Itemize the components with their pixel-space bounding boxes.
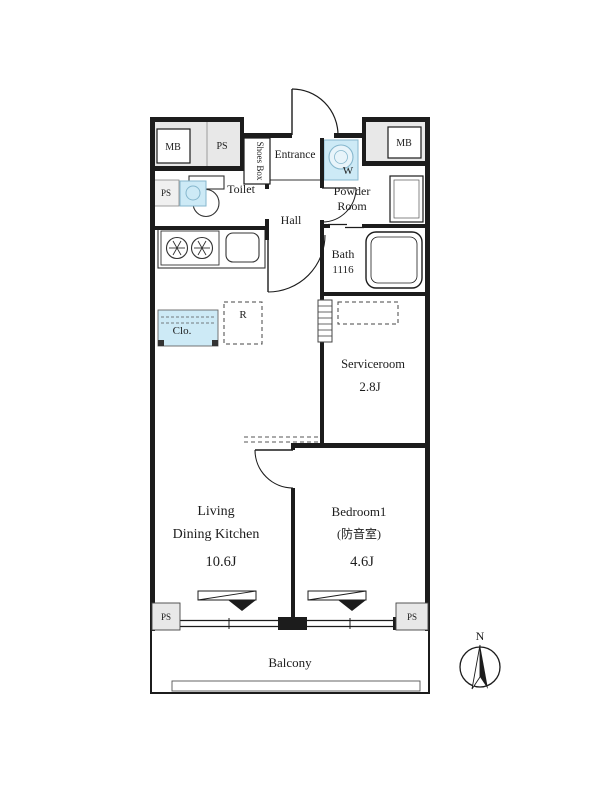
bedroom-door-arc xyxy=(254,449,294,489)
powder-door-arc xyxy=(321,187,357,223)
bath-size-label: 1116 xyxy=(332,264,354,276)
hall-door-arc xyxy=(267,234,326,293)
refrigerator-label: R xyxy=(239,309,247,321)
windows xyxy=(180,618,393,629)
stove-area xyxy=(160,230,220,266)
bedroom-note-label: (防音室) xyxy=(337,526,381,541)
shoes-box-label: Shoes Box xyxy=(255,142,265,181)
vanity-icon xyxy=(389,175,424,223)
powder-room-label-1: Powder xyxy=(334,184,371,198)
bedroom-label: Bedroom1 xyxy=(332,504,387,519)
bathtub-icon xyxy=(365,231,423,289)
toilet-label: Toilet xyxy=(227,182,255,196)
room-labels: MB PS Shoes Box Entrance W MB PS Toilet … xyxy=(161,138,417,670)
bedroom-size-label: 4.6J xyxy=(350,554,374,570)
closet-post xyxy=(212,340,218,346)
doors xyxy=(254,88,364,489)
refrigerator-space xyxy=(223,301,263,345)
kitchen-counter xyxy=(157,227,266,269)
closet-label: Clo. xyxy=(173,325,192,337)
mb-left-label: MB xyxy=(165,142,181,153)
ps-bottom-left-label: PS xyxy=(161,612,171,622)
ldk-label-2: Dining Kitchen xyxy=(173,527,260,542)
serviceroom-label: Serviceroom xyxy=(341,357,405,371)
burner-star-icon xyxy=(169,240,185,256)
entrance-door-arc xyxy=(291,88,339,136)
powder-room-label-2: Room xyxy=(337,199,367,213)
compass-needle-icon xyxy=(471,644,481,690)
shutter-symbol-ldk xyxy=(197,590,257,611)
ps-toilet-label: PS xyxy=(161,188,171,198)
mb-right-label: MB xyxy=(396,138,412,149)
burner-icon xyxy=(165,236,189,260)
burner-star-icon xyxy=(194,240,210,256)
shoes-box xyxy=(243,137,271,185)
washer-label: W xyxy=(343,165,354,177)
hand-sink-icon xyxy=(179,180,207,207)
serviceroom-desk-dashed xyxy=(337,301,399,325)
kitchen-sink-icon xyxy=(225,232,260,263)
serviceroom-ladder-door xyxy=(317,299,333,343)
ps-bottom-right-label: PS xyxy=(407,612,417,622)
closet-post xyxy=(158,340,164,346)
balcony-gutter xyxy=(171,680,421,692)
ldk-size-label: 10.6J xyxy=(205,554,236,570)
ps-toilet-box xyxy=(152,179,180,207)
compass-north-label: N xyxy=(476,629,485,643)
ps-top-label: PS xyxy=(216,141,227,152)
compass-needle-icon xyxy=(480,645,488,689)
mb-left-box xyxy=(156,128,191,164)
entrance-label: Entrance xyxy=(275,149,316,161)
washer-pan-icon xyxy=(323,139,359,181)
compass: N xyxy=(459,629,501,690)
ps-bottom-right-box xyxy=(395,602,429,631)
balcony-outline xyxy=(150,631,430,694)
ldk-label-1: Living xyxy=(197,504,234,519)
burner-icon xyxy=(190,236,214,260)
closet-area xyxy=(157,309,219,347)
serviceroom-size-label: 2.8J xyxy=(359,379,380,394)
mb-right-box xyxy=(387,126,422,159)
bath-label: Bath xyxy=(332,247,355,261)
balcony-label: Balcony xyxy=(268,655,312,670)
ps-bottom-left-box xyxy=(151,602,181,631)
hall-label: Hall xyxy=(281,213,302,227)
shutter-symbol-bedroom xyxy=(307,590,367,611)
